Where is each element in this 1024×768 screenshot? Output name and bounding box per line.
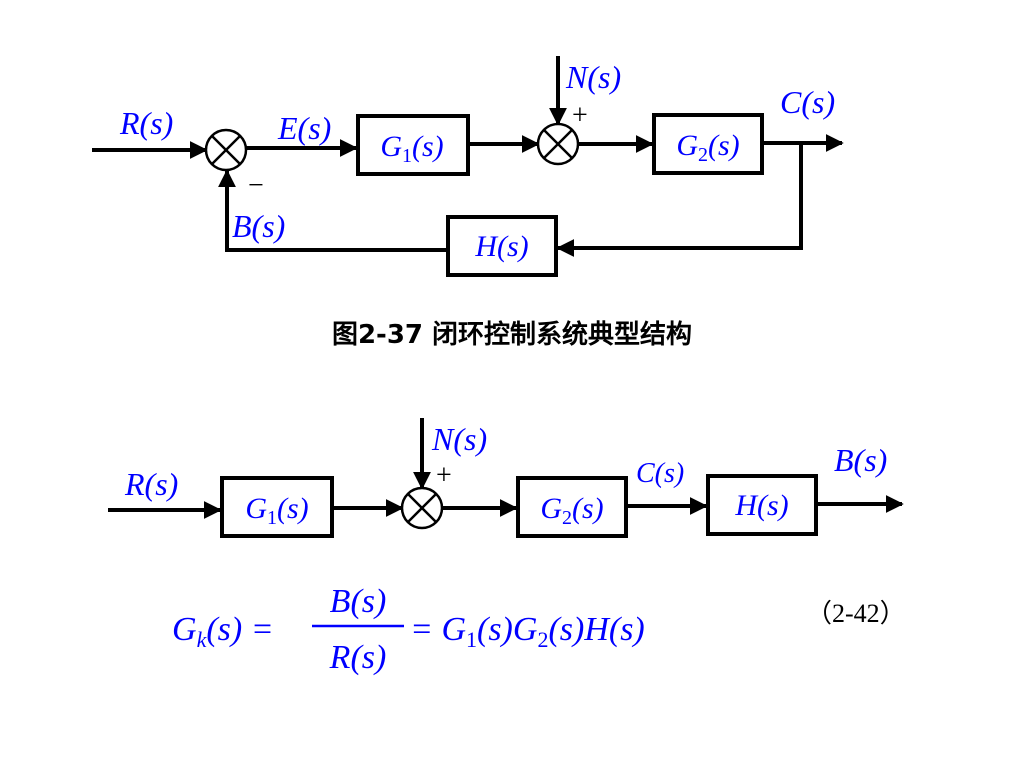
output-label-2: B(s): [834, 442, 887, 478]
figure-caption: 图2-37 闭环控制系统典型结构: [332, 319, 692, 350]
equation-lhs: Gk(s) =: [172, 611, 274, 652]
equation-denominator: R(s): [329, 639, 387, 676]
mid-label-2: C(s): [636, 458, 684, 489]
disturbance-label-2: N(s): [431, 421, 487, 457]
block-g2: G2(s): [652, 113, 764, 175]
feedback-label: B(s): [232, 208, 285, 244]
block-g1: G1(s): [356, 114, 470, 176]
output-label: C(s): [780, 84, 835, 120]
svg-text:H(s): H(s): [734, 489, 788, 522]
svg-text:G1(s): G1(s): [245, 492, 308, 529]
summing-junction-1: [204, 128, 248, 172]
error-label: E(s): [277, 110, 331, 146]
svg-text:G1(s): G1(s): [380, 130, 443, 167]
plus-sign-2: +: [436, 460, 452, 491]
summing-junction-3: [400, 486, 444, 530]
block-g1-2: G1(s): [220, 476, 334, 538]
plus-sign: +: [572, 100, 588, 131]
block-h: H(s): [446, 215, 558, 277]
equation-numerator: B(s): [330, 583, 387, 620]
block-g2-2: G2(s): [516, 476, 628, 538]
svg-text:G2(s): G2(s): [676, 129, 739, 166]
open-loop-transfer-equation: Gk(s) = B(s) R(s) = G1(s)G2(s)H(s) （2-42…: [172, 583, 906, 676]
input-label-2: R(s): [124, 466, 178, 502]
open-loop-diagram: G1(s) G2(s) H(s) R(s) N(s) + C(s) B(s): [108, 418, 904, 538]
input-label: R(s): [119, 105, 173, 141]
svg-text:G2(s): G2(s): [540, 492, 603, 529]
closed-loop-diagram: G1(s) G2(s) H(s) R(s) E(s) N(s) + C(s) −…: [92, 56, 844, 277]
feedback-return-arrow: [218, 169, 446, 252]
disturbance-label: N(s): [565, 59, 621, 95]
minus-sign: −: [248, 170, 264, 201]
block-h-2: H(s): [706, 474, 818, 536]
feedback-path: [556, 143, 803, 257]
svg-text:H(s): H(s): [474, 230, 528, 263]
equation-number: （2-42）: [806, 599, 906, 628]
summing-junction-2: [536, 122, 580, 166]
equation-rhs: = G1(s)G2(s)H(s): [410, 611, 645, 652]
